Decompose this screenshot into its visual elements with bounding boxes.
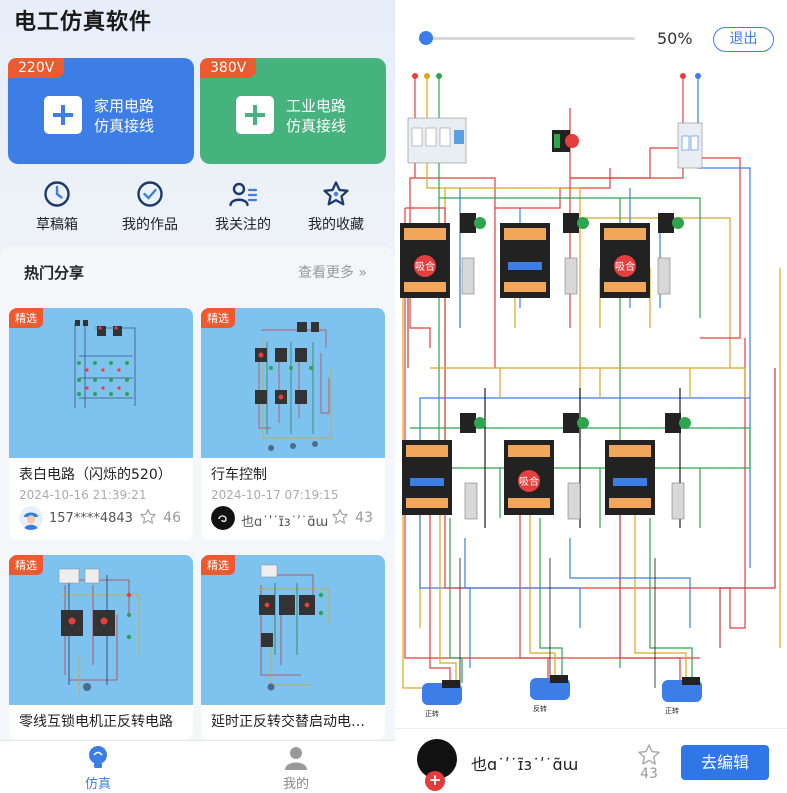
star-outline-icon[interactable]: [637, 743, 661, 767]
tab-label: 仿真: [84, 777, 111, 792]
circuit-viewer: 50% 退出: [395, 0, 787, 793]
drafts-button[interactable]: 草稿箱: [9, 178, 105, 242]
exit-button[interactable]: 退出: [713, 27, 774, 52]
edit-button[interactable]: 去编辑: [681, 745, 769, 780]
contactor: [500, 223, 550, 298]
voltage-tag: 220V: [8, 58, 65, 78]
like-count: 43: [355, 510, 373, 526]
following-label: 我关注的: [215, 217, 271, 233]
card-footer: 157****4843 46: [9, 502, 193, 534]
card-title: 表白电路（闪烁的520）: [19, 467, 172, 483]
circuit-thumbnail: 精选: [201, 555, 385, 705]
share-card[interactable]: 精选 零线互锁电机正反转电路: [9, 555, 193, 740]
industrial-circuit-card[interactable]: 380V 工业电路 仿真接线: [200, 58, 386, 164]
follow-plus-icon[interactable]: +: [425, 771, 445, 791]
featured-tag: 精选: [201, 308, 235, 328]
push-button: [552, 130, 579, 152]
black-avatar-icon: [211, 506, 235, 530]
person-icon: [285, 747, 307, 770]
circuit-thumbnail: 精选: [9, 555, 193, 705]
bottom-tab-bar: 仿真 我的: [0, 740, 395, 793]
like-count: 46: [163, 510, 181, 526]
card-title: 零线互锁电机正反转电路: [19, 714, 173, 730]
share-card[interactable]: 精选 延时正反转交替启动电…: [201, 555, 385, 740]
tab-label: 我的: [282, 777, 309, 792]
plus-icon: [236, 96, 274, 134]
user-name: 也ɑ˙ʹ˙ɪ̃ɜ˙ʹ˙ɑ̃ɯ: [241, 515, 329, 530]
circuit-thumbnail-image: [58, 568, 140, 695]
my-works-button[interactable]: 我的作品: [102, 178, 198, 242]
motor-label: 正转: [665, 706, 679, 715]
zoom-value: 50%: [657, 29, 693, 48]
card-label: 工业电路 仿真接线: [286, 97, 347, 135]
worker-avatar-icon: [19, 506, 43, 530]
favorites-button[interactable]: 我的收藏: [288, 178, 384, 242]
voltage-tag: 380V: [200, 58, 257, 78]
share-card[interactable]: 精选 行车控制 2024-10-17 07:19:15 也ɑ˙ʹ˙ɪ̃ɜ˙ʹ˙ɑ…: [201, 308, 385, 540]
star-outline-icon[interactable]: [331, 508, 349, 526]
following-button[interactable]: 我关注的: [195, 178, 291, 242]
circuit-thumbnail-image: [74, 320, 136, 408]
card-label: 家用电路 仿真接线: [94, 97, 155, 135]
card-footer: 也ɑ˙ʹ˙ɪ̃ɜ˙ʹ˙ɑ̃ɯ 43: [201, 502, 385, 534]
power-terminals: [412, 73, 701, 79]
author-name: 也ɑ˙ʹ˙ɪ̃ɜ˙ʹ˙ɑ̃ɯ: [471, 755, 579, 774]
favorites-label: 我的收藏: [308, 217, 364, 233]
section-title: 热门分享: [24, 264, 85, 282]
user-name: 157****4843: [49, 511, 133, 526]
tab-mine[interactable]: 我的: [236, 745, 356, 792]
view-more-link[interactable]: 查看更多 »: [297, 265, 367, 281]
featured-tag: 精选: [201, 555, 235, 575]
plus-icon: [44, 96, 82, 134]
relay-label: 吸合: [415, 260, 435, 273]
zoom-slider-handle[interactable]: [419, 31, 433, 45]
circuit-thumbnail-image: [259, 564, 330, 691]
card-title: 行车控制: [211, 467, 267, 483]
card-title: 延时正反转交替启动电…: [211, 714, 365, 730]
author-bar: + 也ɑ˙ʹ˙ɪ̃ɜ˙ʹ˙ɑ̃ɯ 43 去编辑: [395, 728, 787, 793]
featured-tag: 精选: [9, 555, 43, 575]
clock-icon: [44, 181, 70, 207]
relay-label: 吸合: [519, 475, 539, 488]
star-outline-icon[interactable]: [139, 508, 157, 526]
home-circuit-card[interactable]: 220V 家用电路 仿真接线: [8, 58, 194, 164]
contactor: [600, 223, 650, 298]
drafts-label: 草稿箱: [36, 217, 78, 233]
featured-tag: 精选: [9, 308, 43, 328]
motor: [422, 675, 702, 705]
circuit-thumbnail: 精选: [201, 308, 385, 458]
check-circle-icon: [137, 181, 163, 207]
app-title: 电工仿真软件: [14, 10, 153, 35]
contactor: [402, 440, 452, 515]
limit-switch: [461, 257, 685, 520]
circuit-thumbnail: 精选: [9, 308, 193, 458]
circuit-diagram: 吸合 吸合 吸合 正转 反转: [400, 73, 781, 718]
circuit-breaker: [407, 117, 703, 169]
home-panel: 电工仿真软件 220V 家用电路 仿真接线 380V 工业电路 仿真接线 草稿箱…: [0, 0, 395, 793]
card-date: 2024-10-16 21:39:21: [19, 488, 147, 502]
user-list-icon: [229, 182, 258, 207]
star-icon: [323, 181, 349, 206]
contactor: [504, 440, 554, 515]
like-count: 43: [640, 766, 658, 782]
card-date: 2024-10-17 07:19:15: [211, 488, 339, 502]
circuit-canvas[interactable]: 吸合 吸合 吸合 正转 反转: [400, 68, 787, 728]
motor-label: 正转: [425, 709, 439, 718]
my-works-label: 我的作品: [122, 217, 178, 233]
tab-simulation[interactable]: 仿真: [38, 745, 158, 792]
contactor: [400, 223, 450, 298]
zoom-slider[interactable]: [423, 37, 635, 40]
push-button: [460, 213, 691, 433]
contactor: [605, 440, 655, 515]
motor-label: 反转: [533, 704, 547, 713]
circuit-thumbnail-image: [255, 322, 332, 451]
share-card[interactable]: 精选 表白电路（闪烁的520） 2024-10-16 21:39:21 157*…: [9, 308, 193, 540]
relay-label: 吸合: [615, 260, 635, 273]
lightbulb-icon: [89, 746, 107, 768]
